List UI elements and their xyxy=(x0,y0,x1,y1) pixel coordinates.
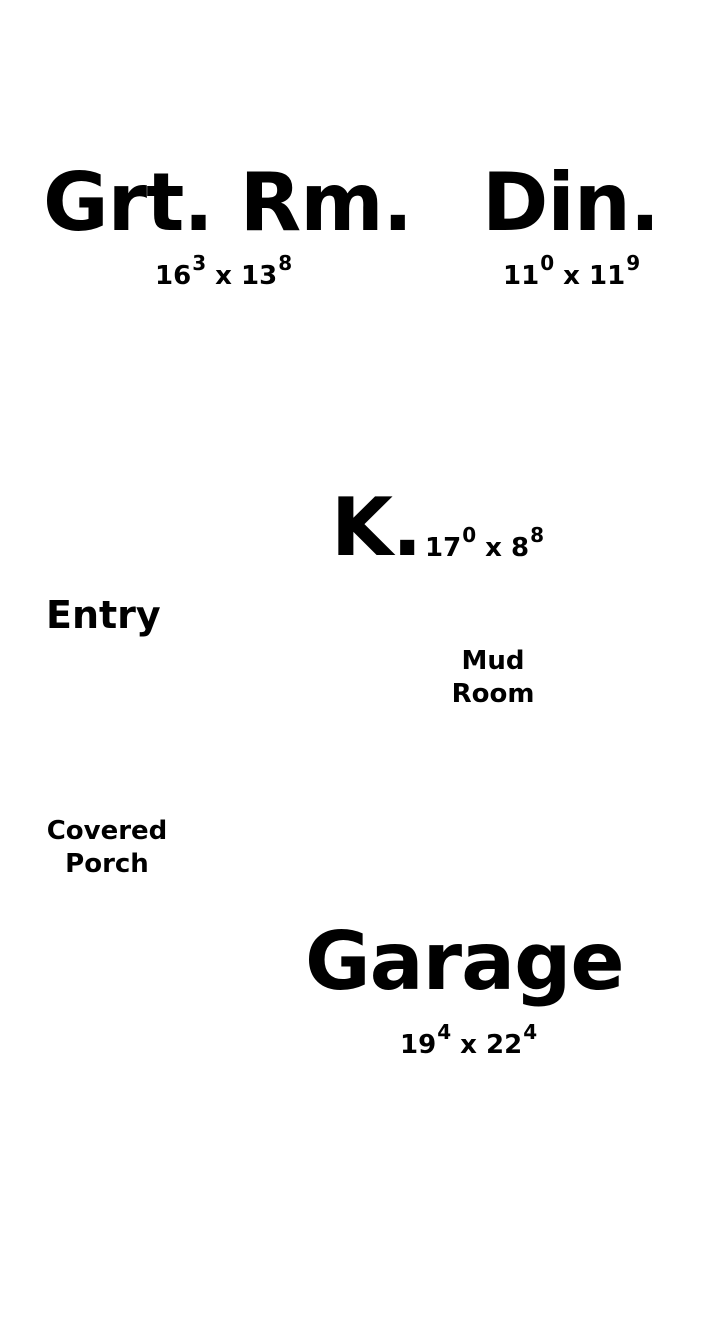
dining-dim-separator: x xyxy=(563,261,580,291)
great-room-depth-inches: 8 xyxy=(278,251,293,276)
garage-width: 19 xyxy=(400,1030,437,1060)
dining-label: Din. xyxy=(482,156,660,249)
great-room-width-inches: 3 xyxy=(192,251,207,276)
kitchen-dimensions: 170 x 88 xyxy=(425,525,544,563)
mud-room-label: Mud Room xyxy=(433,645,553,711)
dining-dimensions: 110 x 119 xyxy=(503,253,640,291)
garage-dimensions: 194 x 224 xyxy=(400,1022,537,1060)
kitchen-label: K. xyxy=(331,481,422,574)
dining-width: 11 xyxy=(503,261,540,291)
garage-label: Garage xyxy=(305,915,625,1008)
kitchen-depth-inches: 8 xyxy=(530,523,545,548)
garage-width-inches: 4 xyxy=(437,1020,452,1045)
great-room-label: Grt. Rm. xyxy=(43,156,413,249)
dining-depth-inches: 9 xyxy=(626,251,641,276)
garage-dim-separator: x xyxy=(460,1030,477,1060)
great-room-dimensions: 163 x 138 xyxy=(155,253,292,291)
dining-depth: 11 xyxy=(589,261,626,291)
covered-porch-line2: Porch xyxy=(65,849,149,879)
covered-porch-label: Covered Porch xyxy=(37,815,177,881)
great-room-depth: 13 xyxy=(241,261,278,291)
kitchen-width-inches: 0 xyxy=(462,523,477,548)
garage-depth: 22 xyxy=(486,1030,523,1060)
entry-label: Entry xyxy=(46,593,161,637)
dining-width-inches: 0 xyxy=(540,251,555,276)
kitchen-dim-separator: x xyxy=(485,533,502,563)
great-room-width: 16 xyxy=(155,261,192,291)
mud-room-line1: Mud xyxy=(461,646,525,676)
kitchen-width: 17 xyxy=(425,533,462,563)
mud-room-line2: Room xyxy=(451,679,535,709)
garage-depth-inches: 4 xyxy=(523,1020,538,1045)
covered-porch-line1: Covered xyxy=(46,816,168,846)
kitchen-depth: 8 xyxy=(511,533,530,563)
great-room-dim-separator: x xyxy=(215,261,232,291)
